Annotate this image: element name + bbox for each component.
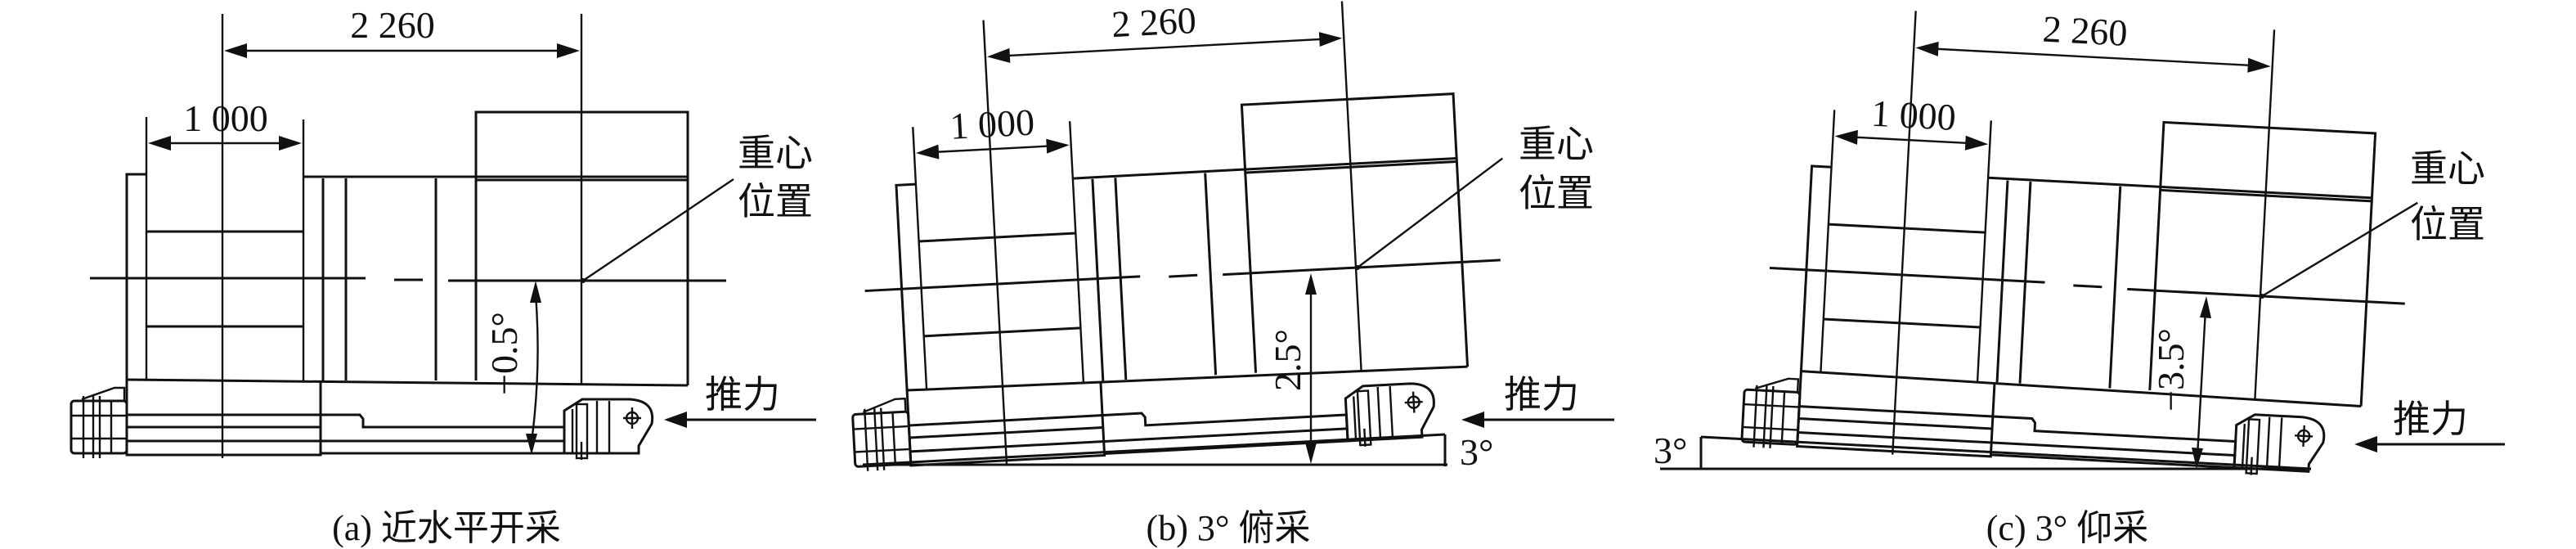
- angle-arrow-icon: [526, 281, 541, 455]
- panel-caption: (b) 3° 俯采: [1147, 508, 1311, 548]
- cg-label-line2: 位置: [2410, 204, 2485, 245]
- angle-label: −0.5°: [483, 312, 525, 395]
- support-machine: 2 260 1 000: [1740, 8, 2418, 475]
- dimension-overall: 2 260: [1111, 0, 1197, 45]
- cg-leader-line: [582, 178, 734, 281]
- support-machine: 2 260 1 000: [851, 0, 1503, 471]
- floor-wedge: [1660, 435, 2312, 470]
- dimension-overall: 2 260: [350, 4, 435, 46]
- dimension-front: 1 000: [183, 97, 268, 139]
- dimension-lines: [1820, 11, 2276, 475]
- dimension-lines: [145, 14, 583, 460]
- cg-label-line2: 位置: [1519, 173, 1594, 214]
- slope-label: 3°: [1460, 431, 1493, 473]
- front-bolt-stack: [70, 386, 128, 458]
- push-hinge: [1344, 382, 1435, 447]
- thrust-label: 推力: [2393, 398, 2468, 440]
- dimension-front: 1 000: [1870, 92, 1957, 138]
- panel-caption: (a) 近水平开采: [332, 508, 561, 548]
- push-hinge: [2233, 413, 2326, 475]
- dimension-lines: [912, 1, 1367, 464]
- floor-wedge: [862, 433, 1447, 466]
- support-body: [895, 92, 1470, 392]
- angle-arrow-icon: [1305, 273, 1317, 464]
- cg-label-line1: 重心: [738, 133, 813, 174]
- front-bolt-stack: [1740, 377, 1802, 448]
- center-line: [864, 259, 1501, 293]
- cg-leader-line: [2261, 201, 2418, 298]
- center-line: [1769, 266, 2405, 305]
- support-body: [1799, 120, 2377, 408]
- angle-label: −3.5°: [2150, 328, 2192, 412]
- cg-label-line1: 重心: [1519, 124, 1594, 165]
- panel-c: 2 260 1 000: [1654, 8, 2505, 548]
- cg-leader-line: [1357, 157, 1503, 268]
- push-hinge: [563, 398, 654, 460]
- support-body: [125, 110, 689, 387]
- cg-point: [2260, 294, 2264, 299]
- panel-b: 2 260 1 000: [851, 0, 1614, 548]
- cg-label-line1: 重心: [2410, 148, 2485, 190]
- support-machine: 2 260 1 000: [70, 4, 734, 460]
- front-bolt-stack: [851, 397, 913, 471]
- panel-a: 2 260 1 000: [70, 4, 816, 548]
- thrust-arrow-icon: [1461, 412, 1614, 428]
- thrust-arrow-icon: [2354, 436, 2505, 452]
- cg-point: [581, 278, 586, 283]
- slope-label: 3°: [1654, 430, 1687, 471]
- angle-label: 2.5°: [1267, 329, 1308, 391]
- thrust-label: 推力: [1504, 374, 1579, 416]
- center-line: [90, 277, 726, 282]
- angle-arrow-icon: [2192, 296, 2211, 469]
- dimension-overall: 2 260: [2042, 8, 2129, 54]
- dimension-front: 1 000: [949, 101, 1035, 146]
- cg-point: [1355, 265, 1360, 270]
- panel-caption: (c) 3° 仰采: [1986, 508, 2148, 548]
- thrust-label: 推力: [705, 374, 780, 416]
- cg-label-line2: 位置: [738, 181, 813, 223]
- thrust-arrow-icon: [664, 412, 816, 428]
